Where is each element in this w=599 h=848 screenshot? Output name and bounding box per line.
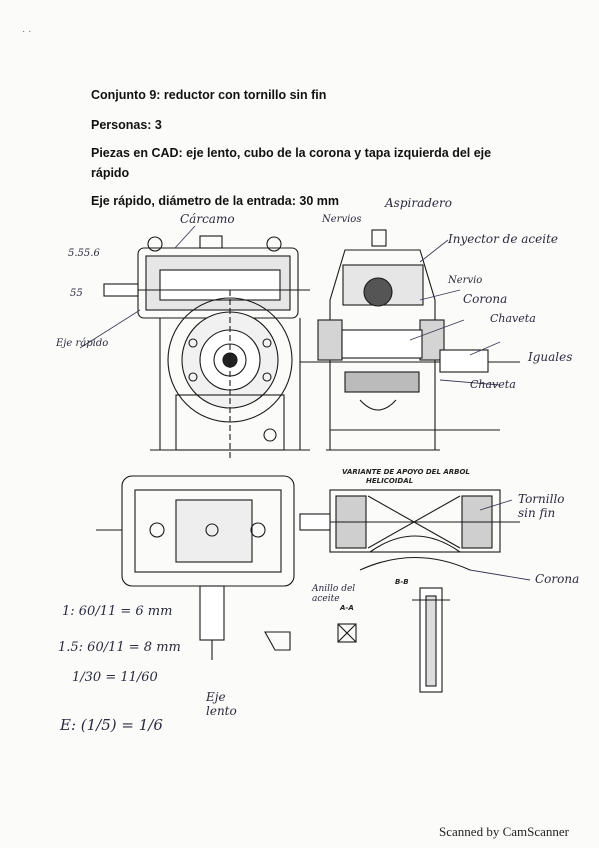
variant-section — [264, 489, 520, 693]
cad-parts-line1: Piezas en CAD: eje lento, cubo de la cor… — [91, 146, 492, 160]
calc-line-1: 1: 60/11 = 6 mm — [62, 604, 173, 619]
label-variante: VARIANTE DE APOYO DEL ARBOL — [342, 468, 470, 476]
scan-speck: · · — [22, 26, 32, 37]
side-section — [300, 229, 520, 451]
label-anillo: Anillo del aceite — [312, 584, 356, 604]
calc-line-4: E: (1/5) = 1/6 — [60, 716, 163, 734]
label-tornillo-sin-fin: Tornillo sin fin — [518, 492, 565, 520]
label-nervios: Nervios — [322, 214, 362, 225]
label-chaveta-1: Chaveta — [490, 312, 536, 325]
label-eje-lento: Eje lento — [206, 690, 237, 718]
label-nervio: Nervio — [448, 275, 483, 286]
label-eje-rapido: Eje rápido — [56, 338, 109, 349]
label-corona: Corona — [463, 292, 508, 306]
label-ref-555: 5.55.6 — [68, 248, 100, 259]
people-count: Personas: 3 — [91, 118, 162, 132]
front-view — [103, 235, 310, 460]
label-section-aa: A-A — [340, 604, 354, 612]
label-ref-55: 55 — [70, 288, 83, 299]
input-shaft: Eje rápido, diámetro de la entrada: 30 m… — [91, 194, 339, 208]
label-iguales: Iguales — [528, 350, 573, 364]
leader-lines — [79, 225, 531, 581]
label-helicoidal: HELICOIDAL — [366, 477, 414, 485]
calc-line-2: 1.5: 60/11 = 8 mm — [58, 640, 181, 655]
label-chaveta-2: Chaveta — [470, 378, 516, 391]
title: Conjunto 9: reductor con tornillo sin fi… — [91, 88, 327, 102]
label-corona-2: Corona — [535, 572, 580, 586]
scanner-footer: Scanned by CamScanner — [439, 824, 569, 839]
label-carcasa: Cárcamo — [180, 212, 235, 226]
calc-line-3: 1/30 = 11/60 — [72, 670, 158, 685]
cad-parts-line2: rápido — [91, 166, 130, 180]
top-view — [96, 475, 295, 660]
label-aspiradero: Aspiradero — [385, 196, 452, 210]
label-section-bb: B-B — [395, 578, 409, 586]
label-inyector: Inyector de aceite — [448, 232, 559, 246]
